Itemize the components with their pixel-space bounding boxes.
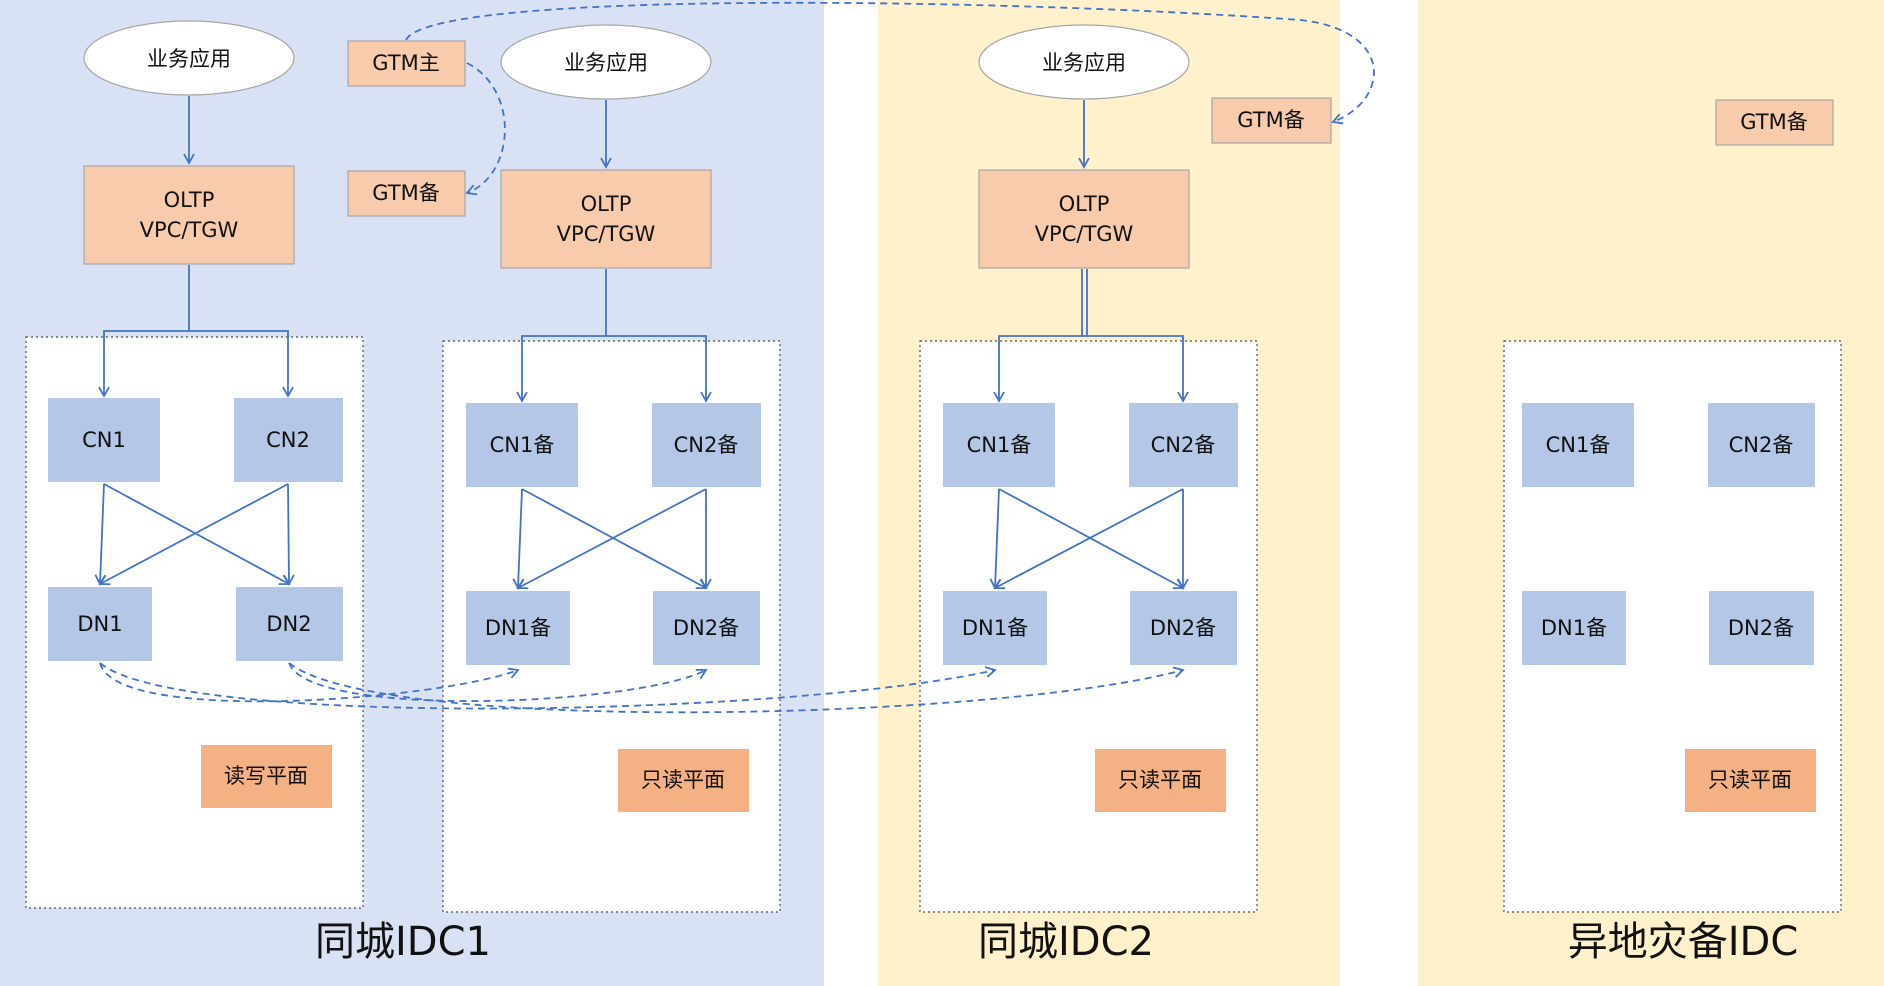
app-ellipse-3 [978, 24, 1190, 100]
gtm-standby-idc2-box [1211, 97, 1332, 144]
gtm-standby-idc1-label: GTM备 [372, 181, 439, 205]
cn2-label: CN2 [266, 428, 310, 452]
app-ellipse-1 [83, 20, 295, 96]
dn1-standby-label-idc2: DN1备 [962, 616, 1028, 640]
plane-label-ro-idc2: 只读平面 [1118, 768, 1202, 792]
dn1-standby-label-idc1: DN1备 [485, 616, 551, 640]
oltp-3-line1: OLTP [1059, 192, 1110, 216]
app-ellipse-2 [500, 24, 712, 100]
dn2-standby-label-dr: DN2备 [1728, 616, 1794, 640]
cn2-node [234, 398, 343, 482]
oltp-2-line2: VPC/TGW [557, 222, 656, 246]
dn2-standby-node-idc2 [1130, 591, 1237, 665]
cn1-standby-node-idc1 [466, 403, 578, 487]
dn1-standby-label-dr: DN1备 [1541, 616, 1607, 640]
dn2-standby-label-idc2: DN2备 [1150, 616, 1216, 640]
dn1-standby-node-dr [1522, 591, 1626, 665]
cn2-standby-node-dr [1708, 403, 1815, 487]
cn2-standby-label-idc2: CN2备 [1151, 433, 1216, 457]
gtm-standby-idc2-label: GTM备 [1237, 108, 1304, 132]
cn1-standby-label-idc2: CN1备 [967, 433, 1032, 457]
app-label-3: 业务应用 [1042, 51, 1126, 75]
zone-title-idc2: 同城IDC2 [978, 919, 1154, 965]
gtm-main-box [347, 40, 466, 87]
dn2-label: DN2 [266, 612, 311, 636]
dn1-standby-node-idc2 [943, 591, 1047, 665]
dn1-node [48, 587, 152, 661]
plane-label-ro-idc1: 只读平面 [641, 768, 725, 792]
cn1-standby-label-dr: CN1备 [1546, 433, 1611, 457]
zone-title-dr: 异地灾备IDC [1568, 919, 1799, 965]
oltp-2-line1: OLTP [581, 192, 632, 216]
oltp3-to-cn-connector [993, 269, 1189, 403]
cn1-label: CN1 [82, 428, 126, 452]
gtm-standby-dr-label: GTM备 [1740, 110, 1807, 134]
dn-replication-lines [99, 662, 1185, 714]
gtm-standby-idc1-box [347, 170, 466, 217]
oltp-box-2 [500, 169, 712, 269]
cn1-standby-node-idc2 [943, 403, 1055, 487]
gtm-sync-line-remote [405, 1, 1375, 125]
plane-label-box-ro-dr [1685, 749, 1816, 812]
dn2-standby-node-dr [1709, 591, 1814, 665]
dn1-label: DN1 [77, 612, 122, 636]
oltp-1-line2: VPC/TGW [140, 218, 239, 242]
cn2-standby-label-idc1: CN2备 [674, 433, 739, 457]
gtm-standby-dr-box [1715, 99, 1834, 146]
cn2-standby-node-idc2 [1129, 403, 1238, 487]
cn1-standby-label-idc1: CN1备 [490, 433, 555, 457]
plane-label-box-ro-idc2 [1095, 749, 1226, 812]
plane-label-box-ro-idc1 [618, 749, 749, 812]
cn1-standby-node-dr [1522, 403, 1634, 487]
dn2-standby-label-idc1: DN2备 [673, 616, 739, 640]
plane-label-box-rw [201, 745, 332, 808]
oltp-box-3 [978, 169, 1190, 269]
zone-title-idc1: 同城IDC1 [315, 919, 491, 965]
cn2-standby-node-idc1 [652, 403, 761, 487]
oltp-1-line1: OLTP [164, 188, 215, 212]
cn-dn-links-plane1 [94, 483, 295, 586]
plane-label-ro-dr: 只读平面 [1708, 768, 1792, 792]
dn2-node [236, 587, 343, 661]
oltp2-to-cn-connector [516, 269, 712, 403]
cn2-standby-label-dr: CN2备 [1729, 433, 1794, 457]
app-label-1: 业务应用 [147, 47, 231, 71]
app-label-2: 业务应用 [564, 51, 648, 75]
oltp-box-1 [83, 165, 295, 265]
dn1-standby-node-idc1 [466, 591, 570, 665]
oltp1-to-cn-connector [98, 265, 294, 398]
cn-dn-links-plane2 [512, 488, 712, 590]
gtm-main-label: GTM主 [372, 51, 439, 75]
plane-label-rw: 读写平面 [224, 764, 308, 788]
cn-dn-links-plane3 [989, 488, 1189, 590]
cn1-node [48, 398, 160, 482]
dn2-standby-node-idc1 [653, 591, 760, 665]
oltp-3-line2: VPC/TGW [1035, 222, 1134, 246]
